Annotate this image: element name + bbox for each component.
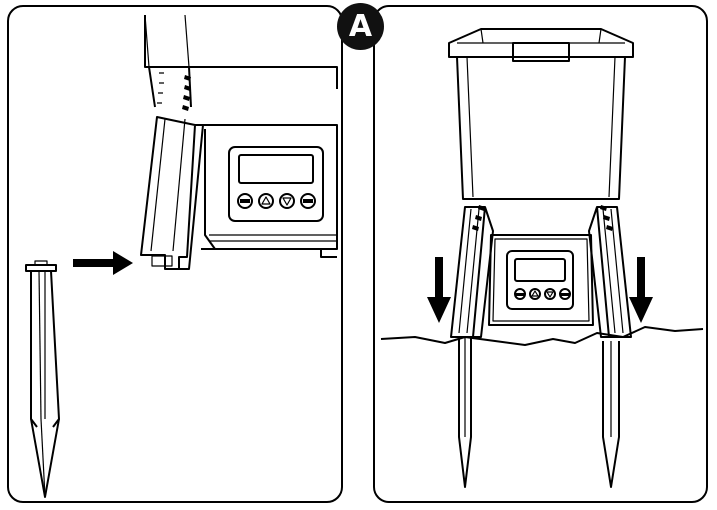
arrow-right-icon [73,251,133,275]
lcd-display [514,258,566,282]
step-panel-left [7,5,343,503]
feeder-hopper [456,56,626,200]
step-badge: A [337,3,384,50]
down-button-icon [279,193,295,209]
set-button-icon [237,193,253,209]
up-button-icon [529,288,541,300]
step-panel-right [373,5,708,503]
feeder-legs [450,205,632,338]
ground-stakes [458,337,620,488]
arrow-down-icon [629,257,653,323]
step-badge-label: A [348,8,373,44]
ground-stake [25,260,60,498]
right-illustration [380,28,704,488]
set-button-icon [514,288,526,300]
ground-line [380,326,704,346]
feeder-lid [448,28,634,62]
control-panel [228,146,324,222]
feeder-body-partial [144,14,338,258]
down-button-icon [544,288,556,300]
control-panel [506,250,574,310]
feeder-base [488,234,594,326]
up-button-icon [258,193,274,209]
lcd-display [238,154,314,184]
menu-button-icon [300,193,316,209]
feeder-leg [140,72,204,270]
menu-button-icon [559,288,571,300]
left-illustration [25,14,338,498]
arrow-down-icon [427,257,451,323]
